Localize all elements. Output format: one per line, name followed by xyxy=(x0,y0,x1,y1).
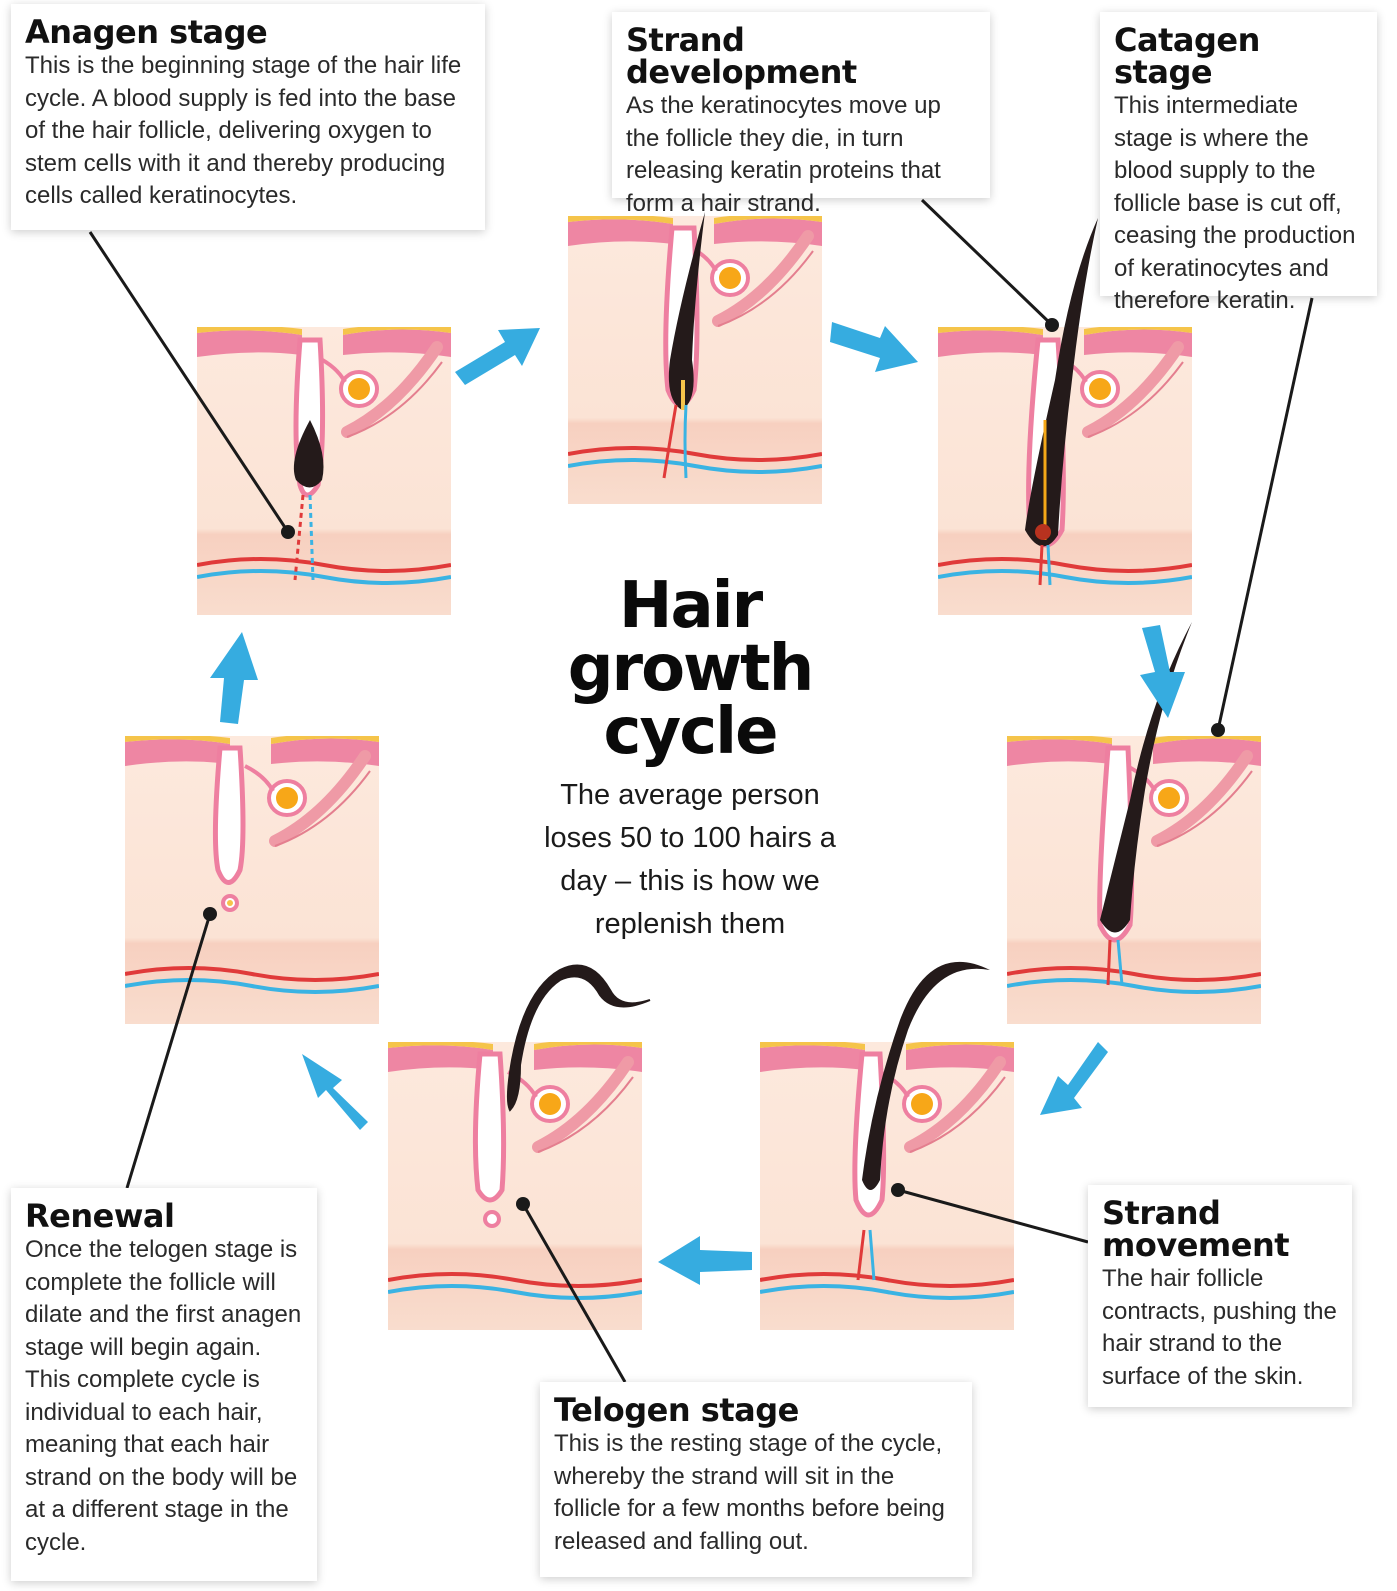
heading-strand-development: Strand development xyxy=(626,24,976,88)
callout-anagen: Anagen stage This is the beginning stage… xyxy=(11,4,485,230)
heading-telogen: Telogen stage xyxy=(554,1394,958,1426)
panel-strand-movement-top xyxy=(1007,622,1261,1024)
text-anagen: This is the beginning stage of the hair … xyxy=(25,50,471,213)
callout-catagen: Catagen stage This intermediate stage is… xyxy=(1100,12,1377,296)
panel-strand-development xyxy=(568,212,822,504)
heading-anagen: Anagen stage xyxy=(25,16,471,48)
arrow-renewal-to-anagen xyxy=(210,632,258,724)
text-telogen: This is the resting stage of the cycle, … xyxy=(554,1428,958,1558)
arrow-anagen-to-development xyxy=(455,328,540,385)
heading-catagen: Catagen stage xyxy=(1114,24,1363,88)
callout-renewal: Renewal Once the telogen stage is comple… xyxy=(11,1188,317,1581)
text-renewal: Once the telogen stage is complete the f… xyxy=(25,1234,303,1559)
callout-strand-development: Strand development As the keratinocytes … xyxy=(612,12,990,198)
panel-renewal xyxy=(125,733,379,1024)
diagram-subtitle: The average person loses 50 to 100 hairs… xyxy=(530,774,850,946)
text-strand-development: As the keratinocytes move up the follicl… xyxy=(626,90,976,220)
heading-renewal: Renewal xyxy=(25,1200,303,1232)
heading-strand-movement: Strand movement xyxy=(1102,1197,1338,1261)
panel-strand-movement-bottom xyxy=(760,962,1014,1330)
text-strand-movement: The hair follicle contracts, pushing the… xyxy=(1102,1263,1338,1393)
arrow-movement-to-telogen-flow xyxy=(1040,1042,1108,1115)
text-catagen: This intermediate stage is where the blo… xyxy=(1114,90,1363,318)
diagram-title: Hair growth cycle xyxy=(520,575,860,764)
arrow-telogen-entry xyxy=(658,1236,752,1285)
callout-strand-movement: Strand movement The hair follicle contra… xyxy=(1088,1185,1352,1407)
callout-telogen: Telogen stage This is the resting stage … xyxy=(540,1382,972,1577)
arrow-development-to-catagen xyxy=(830,322,918,372)
center-title-block: Hair growth cycle The average person los… xyxy=(520,575,860,946)
panel-telogen xyxy=(388,966,650,1331)
panel-anagen xyxy=(197,324,451,615)
arrow-catagen-to-movement xyxy=(1140,625,1185,718)
arrow-telogen-to-renewal xyxy=(302,1054,368,1130)
